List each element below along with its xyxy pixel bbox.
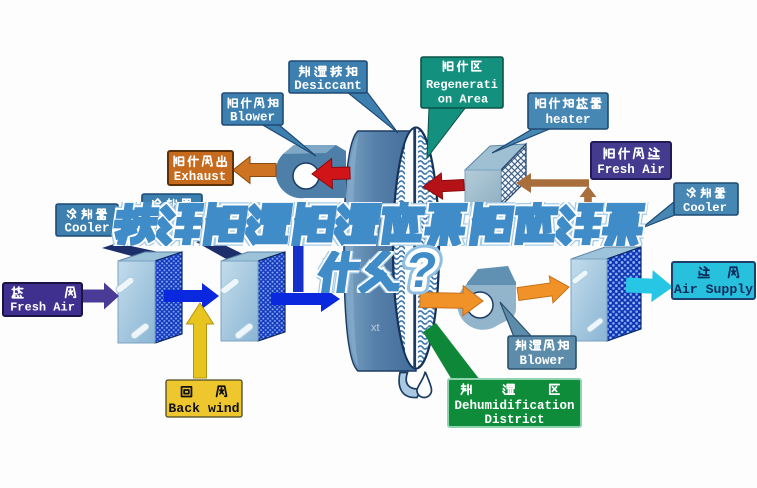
svg-text:Back wind: Back wind <box>168 401 239 416</box>
svg-text:Dehumidification: Dehumidification <box>454 399 574 413</box>
svg-text:xt: xt <box>371 322 380 334</box>
svg-text:Regenerati: Regenerati <box>426 78 498 92</box>
svg-text:Cooler: Cooler <box>64 222 109 236</box>
svg-text:Fresh Air: Fresh Air <box>597 163 665 177</box>
svg-text:Blower: Blower <box>519 354 564 368</box>
svg-text:District: District <box>484 413 544 427</box>
svg-text:Air Supply: Air Supply <box>674 282 753 297</box>
svg-text:heater: heater <box>545 113 590 127</box>
svg-text:Blower: Blower <box>230 111 275 125</box>
svg-text:Cooler: Cooler <box>683 201 727 215</box>
svg-text:Desiccant: Desiccant <box>294 79 362 93</box>
svg-text:Fresh Air: Fresh Air <box>10 301 75 315</box>
svg-text:Exhaust: Exhaust <box>174 170 227 184</box>
svg-text:on Area: on Area <box>438 93 488 107</box>
